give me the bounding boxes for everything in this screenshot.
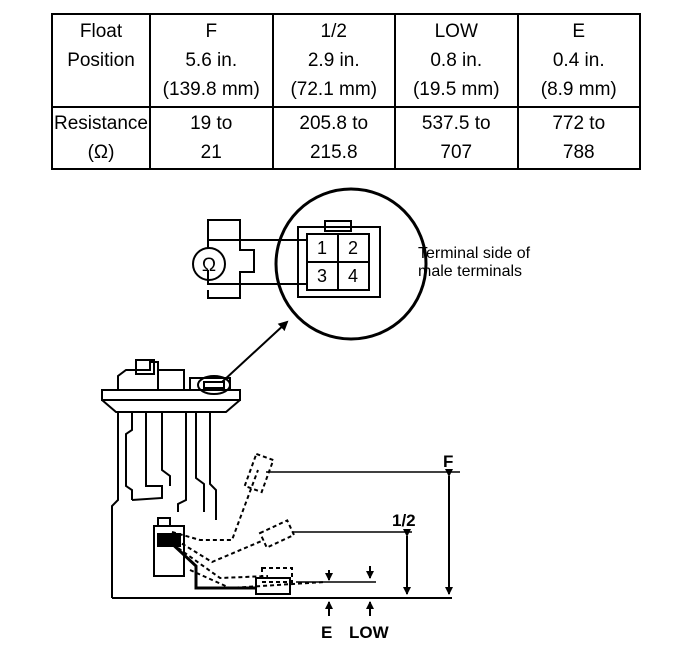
float-cell-e: E 0.4 in. (8.9 mm) — [516, 13, 641, 108]
resistance-min-f: 19 to — [190, 112, 233, 134]
magnifier-arrow — [221, 320, 289, 383]
meter-circle — [192, 247, 226, 281]
level-label-f: F — [443, 452, 453, 471]
float-mm-f: (139.8 mm) — [162, 78, 260, 100]
meter-lead-upper — [207, 228, 278, 241]
resistance-cell-low: 537.5 to 707 — [394, 105, 519, 171]
terminal-1: 1 — [317, 238, 327, 258]
float-inches-e: 0.4 in. — [552, 49, 605, 71]
level-reference-lines — [266, 471, 460, 583]
resistance-max-e: 788 — [562, 141, 595, 163]
float-cell-low: LOW 0.8 in. (19.5 mm) — [394, 13, 519, 108]
float-inches-half: 2.9 in. — [307, 49, 360, 71]
level-dimensions — [325, 469, 453, 616]
meter-ohm-symbol: Ω — [202, 255, 216, 276]
float-label-f: F — [205, 20, 218, 42]
float-mm-half: (72.1 mm) — [290, 78, 378, 100]
terminal-4: 4 — [348, 266, 358, 286]
connector-housing — [278, 220, 381, 298]
float-arm-solid — [166, 538, 291, 595]
resistance-header: Resistance (Ω) — [51, 105, 151, 171]
terminal-2: 2 — [348, 238, 358, 258]
resistance-min-low: 537.5 to — [421, 112, 491, 134]
level-label-low: LOW — [349, 623, 390, 642]
sending-unit — [101, 359, 452, 599]
resistance-max-half: 215.8 — [309, 141, 358, 163]
terminal-caption-line-2: male terminals — [418, 263, 522, 280]
resistance-cell-f: 19 to 21 — [149, 105, 274, 171]
float-position-header: Float Position — [51, 13, 151, 108]
float-cell-half: 1/2 2.9 in. (72.1 mm) — [271, 13, 396, 108]
float-mm-e: (8.9 mm) — [540, 78, 617, 100]
float-arm-dashed — [171, 452, 325, 590]
resistance-min-e: 772 to — [552, 112, 606, 134]
resistance-min-half: 205.8 to — [299, 112, 369, 134]
resistance-cell-e: 772 to 788 — [516, 105, 641, 171]
float-resistance-table: Float Position F 5.6 in. (139.8 mm) 1/2 … — [51, 13, 641, 171]
level-label-e: E — [321, 623, 332, 642]
float-label-low: LOW — [434, 20, 478, 42]
resistance-max-f: 21 — [200, 141, 222, 163]
float-label-e: E — [572, 20, 586, 42]
level-label-half: 1/2 — [392, 511, 416, 530]
float-cell-f: F 5.6 in. (139.8 mm) — [149, 13, 274, 108]
float-inches-low: 0.8 in. — [430, 49, 483, 71]
float-position-row: Float Position F 5.6 in. (139.8 mm) 1/2 … — [51, 13, 641, 108]
float-mm-low: (19.5 mm) — [412, 78, 500, 100]
resistance-cell-half: 205.8 to 215.8 — [271, 105, 396, 171]
float-header-line-1: Float — [79, 20, 123, 42]
resistance-header-line-2: (Ω) — [87, 141, 115, 163]
resistance-header-line-1: Resistance — [54, 112, 148, 134]
terminal-3: 3 — [317, 266, 327, 286]
float-header-line-2: Position — [67, 49, 135, 71]
float-label-half: 1/2 — [320, 20, 347, 42]
resistance-max-low: 707 — [440, 141, 473, 163]
resistance-row: Resistance (Ω) 19 to 21 205.8 to 215.8 5… — [51, 105, 641, 171]
meter-lead-lower — [207, 278, 278, 285]
float-inches-f: 5.6 in. — [185, 49, 238, 71]
terminal-caption-line-1: Terminal side of — [418, 245, 531, 262]
ohmmeter — [192, 219, 278, 299]
